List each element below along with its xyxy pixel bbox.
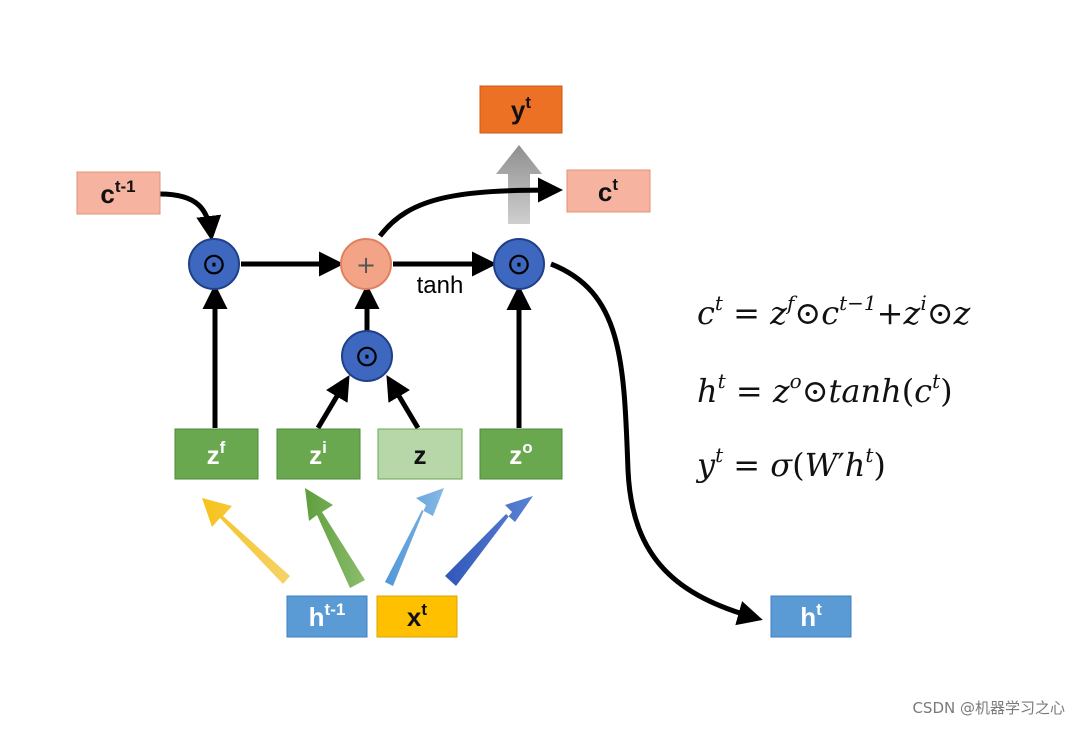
arrow-plus-to-ct xyxy=(378,177,564,238)
gate-output-multiply: ⊙ xyxy=(493,238,545,290)
watermark: CSDN @机器学习之心 xyxy=(912,699,1065,717)
arrow-zi-to-gate2 xyxy=(315,374,350,430)
box-x-t: xt xyxy=(376,595,458,638)
box-z: z xyxy=(377,428,463,480)
arrow-gate3-to-ht xyxy=(550,261,763,626)
box-y-t: yt xyxy=(479,85,563,134)
arrow-green-to-zi xyxy=(305,488,365,588)
zi-sup: i xyxy=(322,438,327,457)
zf-sup: f xyxy=(220,438,226,457)
c-prev-sup: t-1 xyxy=(115,177,136,196)
svg-text:ct-1: ct-1 xyxy=(100,177,135,209)
zo-sup: o xyxy=(522,438,532,457)
arrow-z-to-gate2 xyxy=(386,374,421,430)
svg-text:zi: zi xyxy=(309,438,327,470)
zf-base: z xyxy=(207,440,220,470)
h-t-base: h xyxy=(800,602,816,632)
gate2-symbol: ⊙ xyxy=(354,339,379,374)
plus-symbol: + xyxy=(356,251,376,279)
box-zo: zo xyxy=(479,428,563,480)
svg-text:zf: zf xyxy=(207,438,226,470)
equation-output: yt = σ(W′ht) xyxy=(697,443,886,484)
svg-text:ht: ht xyxy=(800,600,822,632)
gate3-symbol: ⊙ xyxy=(506,247,531,282)
zo-base: z xyxy=(509,440,522,470)
arrow-darkblue-to-zo xyxy=(445,496,533,586)
gate-input-multiply: ⊙ xyxy=(341,330,393,382)
box-h-t: ht xyxy=(770,595,852,638)
h-t-sup: t xyxy=(816,600,822,619)
box-c-prev: ct-1 xyxy=(76,171,161,215)
arrow-cprev-to-gate1 xyxy=(159,191,222,241)
box-zf: zf xyxy=(174,428,259,480)
zi-base: z xyxy=(309,440,322,470)
svg-text:ht-1: ht-1 xyxy=(309,600,346,632)
svg-text:z: z xyxy=(414,440,427,470)
box-c-t: ct xyxy=(566,169,651,213)
input-arrows xyxy=(202,488,533,588)
equation-cell-state: ct = zf⊙ct−1+zi⊙z xyxy=(697,291,971,332)
y-t-base: y xyxy=(511,95,526,125)
arrow-lightblue-to-z xyxy=(385,488,444,586)
x-t-base: x xyxy=(407,602,422,632)
gate-forget-multiply: ⊙ xyxy=(188,238,240,290)
x-t-sup: t xyxy=(421,600,427,619)
box-h-prev: ht-1 xyxy=(286,595,368,638)
gate1-symbol: ⊙ xyxy=(201,247,226,282)
y-t-sup: t xyxy=(525,93,531,112)
svg-text:zo: zo xyxy=(509,438,532,470)
tanh-label: tanh xyxy=(417,272,464,299)
h-prev-sup: t-1 xyxy=(325,600,346,619)
equation-hidden-state: ht = zo⊙tanh(ct) xyxy=(697,369,953,410)
svg-text:ct: ct xyxy=(598,175,618,207)
c-t-base: c xyxy=(598,177,612,207)
connections xyxy=(159,177,763,626)
arrow-yellow-to-zf xyxy=(202,498,290,584)
c-t-sup: t xyxy=(612,175,618,194)
arrow-gray-to-yt xyxy=(496,145,542,224)
box-zi: zi xyxy=(276,428,361,480)
gate-plus: + xyxy=(340,238,392,290)
c-prev-base: c xyxy=(100,179,114,209)
z-base: z xyxy=(414,440,427,470)
svg-text:yt: yt xyxy=(511,93,531,125)
svg-text:xt: xt xyxy=(407,600,427,632)
h-prev-base: h xyxy=(309,602,325,632)
